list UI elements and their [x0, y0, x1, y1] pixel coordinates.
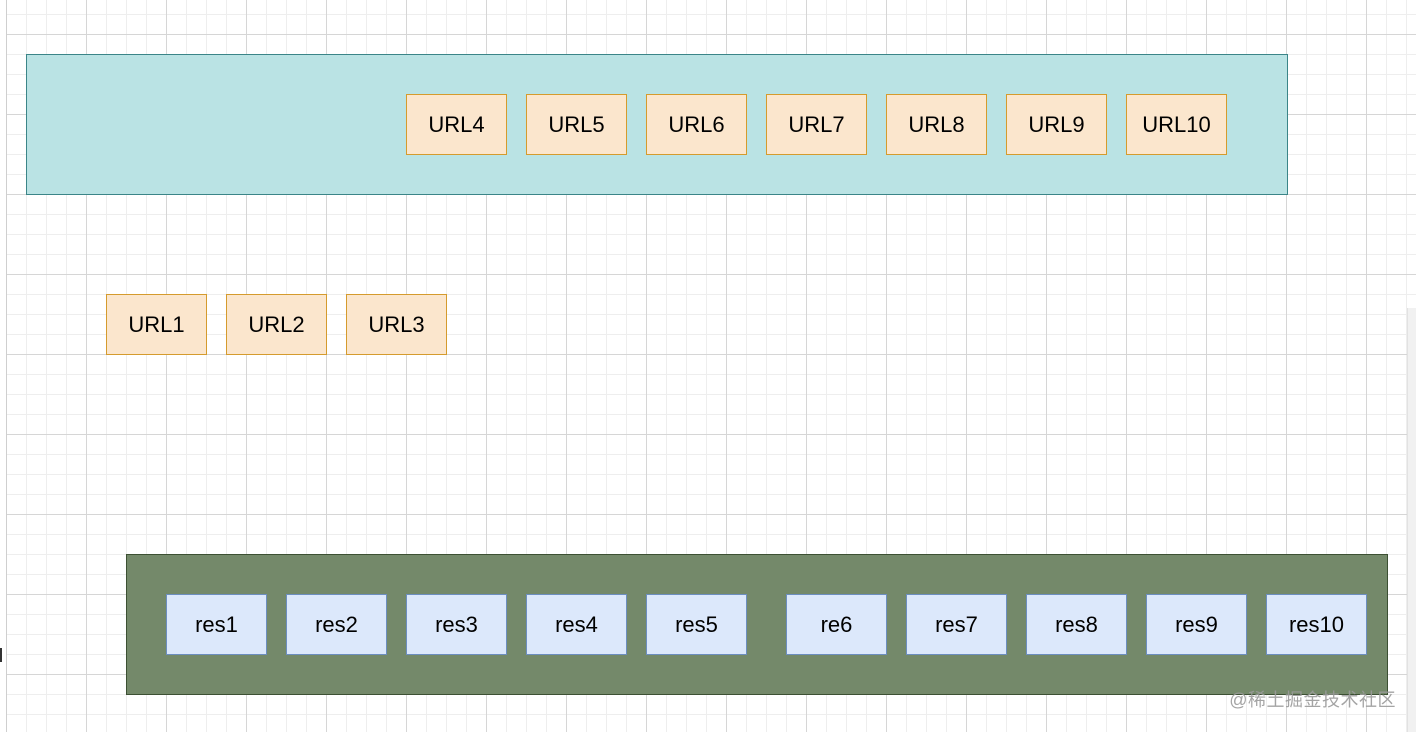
vertical-scrollbar[interactable] — [1407, 308, 1416, 732]
res-node-2[interactable]: res2 — [286, 594, 387, 655]
url-node-5[interactable]: URL5 — [526, 94, 627, 155]
res-node-4[interactable]: res4 — [526, 594, 627, 655]
url-node-6[interactable]: URL6 — [646, 94, 747, 155]
url-node-2[interactable]: URL2 — [226, 294, 327, 355]
res-node-10[interactable]: res10 — [1266, 594, 1367, 655]
res-node-9[interactable]: res9 — [1146, 594, 1247, 655]
url-node-4[interactable]: URL4 — [406, 94, 507, 155]
url-node-1[interactable]: URL1 — [106, 294, 207, 355]
url-node-10[interactable]: URL10 — [1126, 94, 1227, 155]
url-node-7[interactable]: URL7 — [766, 94, 867, 155]
res-node-5[interactable]: res5 — [646, 594, 747, 655]
res-node-1[interactable]: res1 — [166, 594, 267, 655]
url-node-8[interactable]: URL8 — [886, 94, 987, 155]
url-node-9[interactable]: URL9 — [1006, 94, 1107, 155]
url-node-3[interactable]: URL3 — [346, 294, 447, 355]
res-node-7[interactable]: res7 — [906, 594, 1007, 655]
canvas-left-marker — [0, 648, 2, 662]
res-node-8[interactable]: res8 — [1026, 594, 1127, 655]
res-node-3[interactable]: res3 — [406, 594, 507, 655]
watermark: @稀土掘金技术社区 — [1229, 690, 1396, 710]
canvas-left-edge — [0, 0, 7, 732]
res-node-6[interactable]: re6 — [786, 594, 887, 655]
